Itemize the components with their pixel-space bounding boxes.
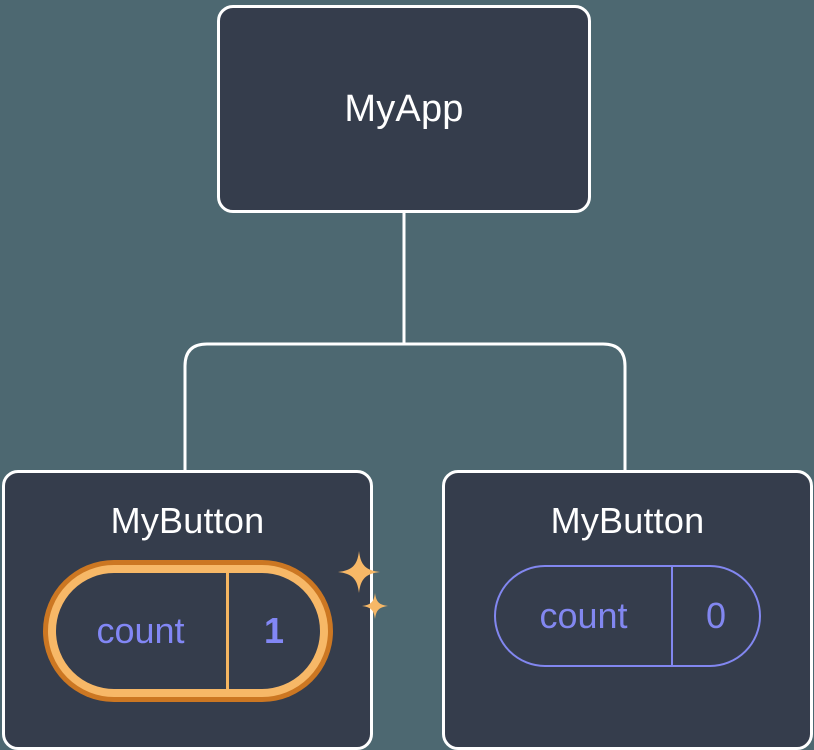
state-pill[interactable]: count 0 bbox=[494, 565, 761, 667]
state-pill-wrapper: count 0 bbox=[494, 565, 761, 667]
state-value: 1 bbox=[263, 610, 285, 651]
state-key: count bbox=[56, 573, 229, 689]
node-title: MyButton bbox=[550, 500, 705, 541]
node-title: MyButton bbox=[110, 500, 265, 541]
sparkle-large-icon bbox=[337, 551, 380, 593]
state-key: count bbox=[496, 567, 673, 665]
component-node-mybutton-1[interactable]: MyButton count 1 bbox=[2, 470, 388, 750]
state-value: 0 bbox=[705, 595, 727, 636]
component-node-myapp[interactable]: MyApp bbox=[217, 5, 591, 213]
component-node-mybutton-2[interactable]: MyButton count 0 bbox=[442, 470, 813, 750]
diagram-canvas: MyApp MyButton count 1 MyButton count 0 bbox=[2, 5, 813, 750]
state-pill-highlighted[interactable]: count 1 bbox=[47, 565, 328, 697]
state-pill-wrapper: count 1 bbox=[47, 551, 388, 697]
sparkle-small-icon bbox=[361, 593, 388, 619]
node-title: MyApp bbox=[344, 88, 464, 130]
